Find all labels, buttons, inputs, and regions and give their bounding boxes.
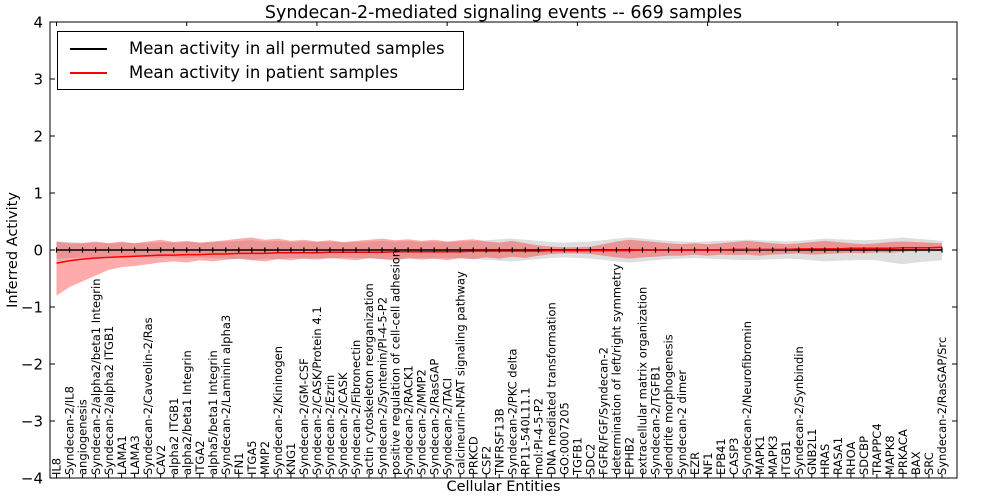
y-tick-label: 3 xyxy=(33,71,43,89)
x-tick-label: Syndecan-2/Neurofibromin xyxy=(740,321,754,475)
x-tick-label: LAMA1 xyxy=(115,435,129,475)
x-tick-label: Syndecan-2/CASK xyxy=(336,372,350,475)
x-tick-label: Syndecan-2/alpha2 ITGB1 xyxy=(102,326,116,475)
x-tick-label: determination of left/right symmetry xyxy=(610,264,624,475)
y-tick-label: 2 xyxy=(33,128,43,146)
x-tick-label: Syndecan-2/Fibronectin xyxy=(349,340,363,475)
x-tick-label: angiogenesis xyxy=(76,399,90,475)
x-tick-label: SDCBP xyxy=(857,436,871,475)
x-tick-label: MAPK3 xyxy=(766,435,780,475)
y-tick-label: −2 xyxy=(21,356,43,374)
x-tick-label: extracellular matrix organization xyxy=(636,287,650,475)
x-tick-label: Syndecan-2/RasGAP/Src xyxy=(935,337,949,475)
x-tick-label: LAMA3 xyxy=(128,435,142,475)
x-tick-label: RHOA xyxy=(844,442,858,475)
x-tick-label: BAX xyxy=(909,451,923,475)
x-tick-label: SRC xyxy=(922,452,936,475)
legend-entry-patient: Mean activity in patient samples xyxy=(70,63,445,82)
x-tick-label: Syndecan-2/Syntenin/PI-4-5-P2 xyxy=(375,297,389,475)
x-tick-label: alpha2/beta1 Integrin xyxy=(180,350,194,475)
y-tick-label: −4 xyxy=(21,470,43,488)
x-tick-label: PRKCD xyxy=(466,436,480,475)
x-tick-label: Syndecan-2 dimer xyxy=(675,370,689,475)
x-tick-label: ITGA5 xyxy=(245,440,259,475)
x-tick-label: EZR xyxy=(688,452,702,475)
x-tick-label: MMP2 xyxy=(258,441,272,475)
x-tick-label: Syndecan-2/RACK1 xyxy=(401,365,415,475)
x-tick-label: Syndecan-2/MMP2 xyxy=(414,369,428,475)
x-tick-label: GNB2L1 xyxy=(805,429,819,475)
y-tick-label: 0 xyxy=(33,242,43,260)
x-tick-label: CAV2 xyxy=(154,445,168,475)
y-tick-label: −1 xyxy=(21,299,43,317)
x-tick-label: Syndecan-2/TACI xyxy=(440,378,454,475)
x-tick-label: GO:0007205 xyxy=(558,402,572,475)
x-tick-label: dendrite morphogenesis xyxy=(662,334,676,475)
x-tick-label: Syndecan-2/Kininogen xyxy=(271,346,285,475)
x-tick-label: Syndecan-2/alpha2/beta1 Integrin xyxy=(89,278,103,475)
y-tick-label: −3 xyxy=(21,413,43,431)
x-tick-label: FN1 xyxy=(232,452,246,475)
patient-line-swatch xyxy=(70,71,107,74)
x-tick-label: ITGB1 xyxy=(779,440,793,475)
x-tick-label: ITGA2 xyxy=(193,440,207,475)
x-tick-label: DNA mediated transformation xyxy=(545,302,559,475)
x-tick-label: PRKACA xyxy=(896,429,910,475)
x-tick-label: KNG1 xyxy=(284,443,298,475)
permuted-line-swatch xyxy=(70,47,107,50)
y-tick-label: 4 xyxy=(33,14,43,32)
x-tick-label: actin cytoskeleton reorganization xyxy=(362,283,376,475)
x-tick-label: MAPK1 xyxy=(753,435,767,475)
x-tick-label: EPB41 xyxy=(714,438,728,475)
legend-label-permuted: Mean activity in all permuted samples xyxy=(129,39,445,58)
x-tick-label: alpha2 ITGB1 xyxy=(167,398,181,475)
x-tick-label: RP11-540L11.1 xyxy=(518,387,532,475)
x-tick-label: TGFB1 xyxy=(571,437,585,476)
x-tick-label: CSF2 xyxy=(479,446,493,475)
patient-range-band xyxy=(56,237,942,296)
x-tick-label: Syndecan-2/PKC delta xyxy=(505,349,519,475)
x-tick-label: Syndecan-2/RasGAP xyxy=(427,359,441,475)
x-tick-label: Syndecan-2/Laminin alpha3 xyxy=(219,315,233,475)
x-axis-label: Cellular Entities xyxy=(446,479,561,495)
x-tick-label: alpha5/beta1 Integrin xyxy=(206,350,220,475)
x-tick-label: CASP3 xyxy=(727,438,741,475)
x-tick-label: positive regulation of cell-cell adhesio… xyxy=(388,250,402,475)
x-tick-label: TRAPPC4 xyxy=(870,423,884,476)
chart-title: Syndecan-2-mediated signaling events -- … xyxy=(264,3,743,23)
x-tick-label: MAPK8 xyxy=(883,435,897,475)
legend-label-patient: Mean activity in patient samples xyxy=(129,63,399,82)
y-tick-label: 1 xyxy=(33,185,43,203)
x-tick-label: Syndecan-2/IL8 xyxy=(63,386,77,475)
x-tick-label: Syndecan-2/CASK/Protein 4.1 xyxy=(310,306,324,475)
x-tick-label: mol:PI-4-5-P2 xyxy=(532,398,546,475)
x-tick-label: FGFR/FGF/Syndecan-2 xyxy=(597,347,611,475)
x-tick-label: RASA1 xyxy=(831,437,845,475)
x-tick-label: SDC2 xyxy=(584,443,598,475)
x-tick-label: Syndecan-2/Ezrin xyxy=(323,375,337,475)
x-tick-label: calcineurin-NFAT signaling pathway xyxy=(453,271,467,475)
x-tick-label: IL8 xyxy=(50,458,64,475)
legend-entry-permuted: Mean activity in all permuted samples xyxy=(70,39,445,58)
y-axis-label: Inferred Activity xyxy=(5,192,21,308)
x-tick-label: Syndecan-2/Synbindin xyxy=(792,346,806,475)
x-tick-label: Syndecan-2/Caveolin-2/Ras xyxy=(141,317,155,475)
x-tick-label: TNFRSF13B xyxy=(492,408,506,476)
x-tick-label: Syndecan-2/GM-CSF xyxy=(297,358,311,475)
x-tick-label: NF1 xyxy=(701,452,715,475)
x-tick-label: HRAS xyxy=(818,444,832,475)
legend: Mean activity in all permuted samples Me… xyxy=(57,31,464,90)
x-tick-label: Syndecan-2/TGFB1 xyxy=(649,365,663,475)
x-tick-label: EPHB2 xyxy=(623,437,637,475)
